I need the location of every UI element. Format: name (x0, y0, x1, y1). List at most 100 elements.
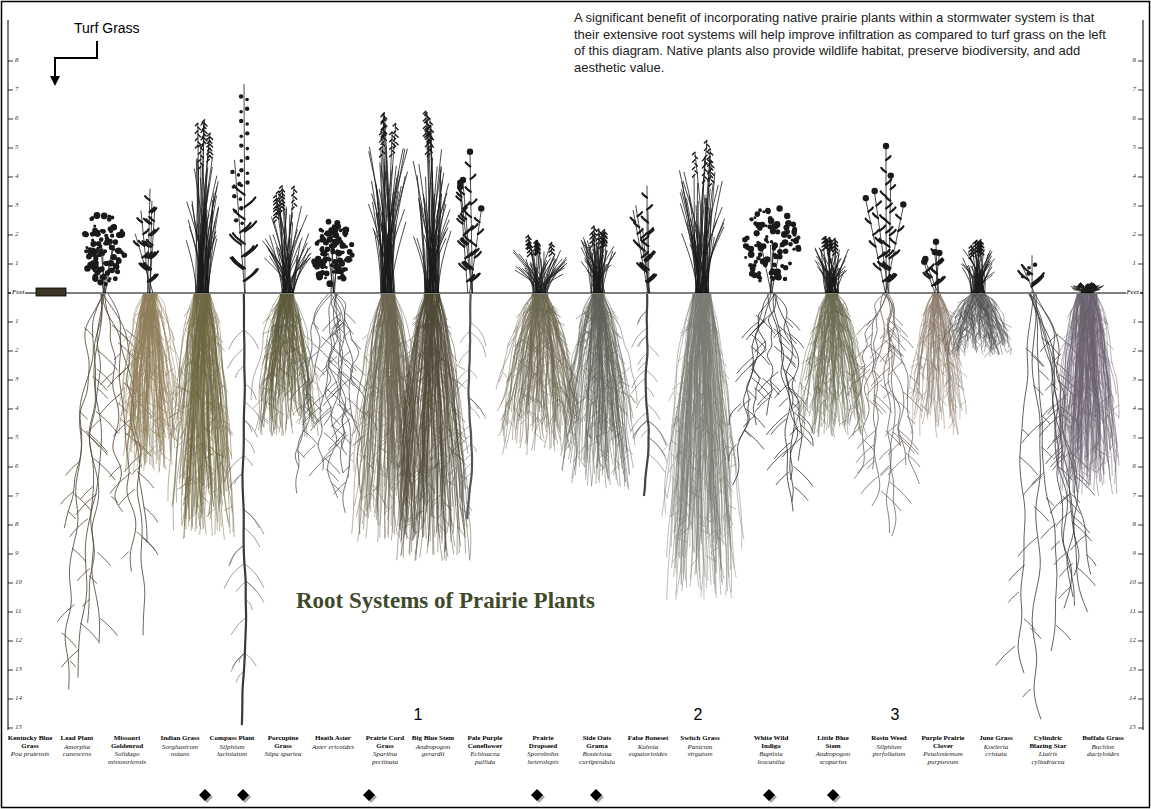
foliage (232, 194, 236, 198)
foliage (863, 195, 869, 201)
roots (396, 294, 472, 561)
latin-name: Aster ericoides (310, 744, 356, 752)
scale-tick (8, 148, 13, 149)
foliage (792, 227, 797, 232)
plant-name: Little Blue Stem (810, 735, 856, 750)
plant (561, 226, 637, 490)
stems (513, 235, 567, 293)
diamond-markers (199, 789, 841, 803)
foliage (900, 201, 906, 207)
diamond-symbol (763, 789, 777, 803)
plant (1055, 283, 1119, 496)
scale-tick (8, 728, 13, 729)
plant-name: Prairie Cord Grass (362, 735, 408, 750)
foliage (327, 257, 331, 261)
foliage (792, 221, 796, 225)
scale-tick (8, 612, 13, 613)
foliage (757, 271, 761, 275)
foliage (324, 232, 327, 235)
scale-number: 10 (1129, 579, 1136, 587)
callout-number: 3 (891, 706, 900, 724)
scale-number: 1 (1133, 318, 1137, 326)
scale-number: 13 (1129, 666, 1136, 674)
scale-tick (1138, 409, 1143, 410)
latin-name: Sporobolus heterolepis (520, 751, 566, 766)
scale-tick (8, 264, 13, 265)
scale-number: 14 (15, 695, 22, 703)
scale-axis (1143, 20, 1144, 730)
foliage (744, 256, 747, 259)
foliage (245, 98, 249, 102)
scale-number: 6 (15, 115, 19, 123)
plant-name: Indian Grass (157, 735, 203, 743)
plant-name: Buffalo Grass (1080, 735, 1126, 743)
latin-name: Andropogon gerardii (410, 744, 456, 759)
leaves (195, 120, 212, 169)
latin-name: Amorpha canescens (54, 744, 100, 759)
foliage (784, 229, 790, 235)
scale-tick (1138, 728, 1143, 729)
foliage (762, 210, 765, 213)
foliage (754, 216, 757, 219)
scale-tick (8, 177, 13, 178)
scale-tick (8, 641, 13, 642)
foliage (82, 231, 88, 237)
foliage (788, 262, 792, 266)
latin-name: Bouteloua curtipendula (574, 751, 620, 766)
foliage (748, 251, 755, 258)
callout-number: 1 (414, 706, 423, 724)
scale-number: 8 (1133, 57, 1137, 65)
scale-number: 2 (15, 347, 19, 355)
scale-number: 5 (1133, 434, 1137, 442)
plant (662, 140, 744, 600)
plant-name: White Wild Indigo (748, 735, 794, 750)
leaves (631, 193, 657, 282)
foliage (321, 237, 326, 242)
leaves (423, 111, 433, 156)
latin-name: Andropogon scoparius (810, 751, 856, 766)
foliage (784, 213, 790, 219)
latin-name: Silphium laciniatum (209, 744, 255, 759)
scale-tick (1138, 583, 1143, 584)
foliage (115, 269, 120, 274)
foliage (774, 221, 781, 228)
scale-number: 10 (15, 579, 22, 587)
foliage (110, 241, 113, 244)
foliage (108, 277, 111, 280)
diamond-symbol (363, 789, 377, 803)
foliage (327, 248, 330, 251)
scale-tick (8, 206, 13, 207)
foliage (768, 216, 773, 221)
scale-tick (8, 554, 13, 555)
foliage (245, 107, 249, 111)
latin-name: Echinacea pallida (462, 751, 508, 766)
scale-tick (8, 119, 13, 120)
foliage (335, 250, 341, 256)
latin-name: Solidago missouriensis (104, 751, 150, 766)
foliage (232, 185, 236, 189)
foliage (326, 219, 332, 225)
foliage (320, 248, 324, 252)
foliage (104, 282, 108, 286)
scale-tick (1138, 467, 1143, 468)
foliage (883, 143, 889, 149)
scale-tick (8, 583, 13, 584)
foliage (783, 277, 788, 282)
scale-tick (1138, 699, 1143, 700)
plant-name: Pale Purple Coneflower (462, 735, 508, 750)
scale-number: 2 (1133, 347, 1137, 355)
foliage (324, 271, 330, 277)
scale-tick (8, 322, 13, 323)
foliage (796, 246, 802, 252)
latin-name: Liatris cylindracea (1025, 751, 1071, 766)
foliage (115, 249, 118, 252)
foliage (89, 217, 93, 221)
scale-number: 3 (15, 376, 19, 384)
foliage (765, 208, 771, 214)
unit-label: Feet (11, 289, 25, 297)
foliage (756, 256, 760, 260)
callout-label: Turf Grass (74, 20, 140, 36)
foliage (327, 236, 333, 242)
foliage (120, 250, 124, 254)
